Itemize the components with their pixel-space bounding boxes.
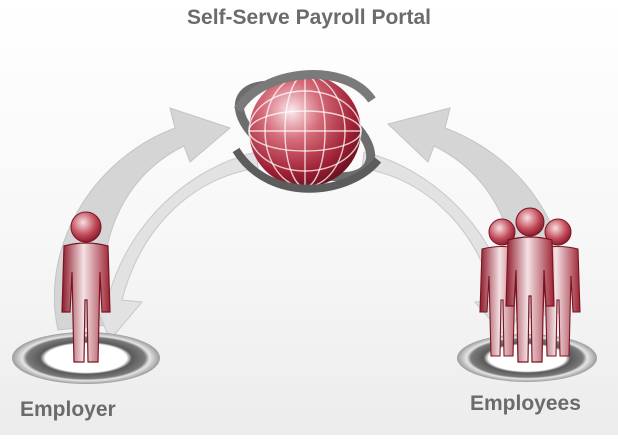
employer-label: Employer (20, 398, 116, 421)
employees-label: Employees (470, 392, 581, 415)
diagram-title: Self-Serve Payroll Portal (187, 6, 431, 29)
employer-figure (12, 211, 160, 384)
person-icon (61, 211, 111, 363)
employer-platform (12, 332, 160, 384)
group-icon (479, 207, 581, 363)
employees-figure (457, 207, 597, 382)
globe-icon (232, 70, 382, 193)
